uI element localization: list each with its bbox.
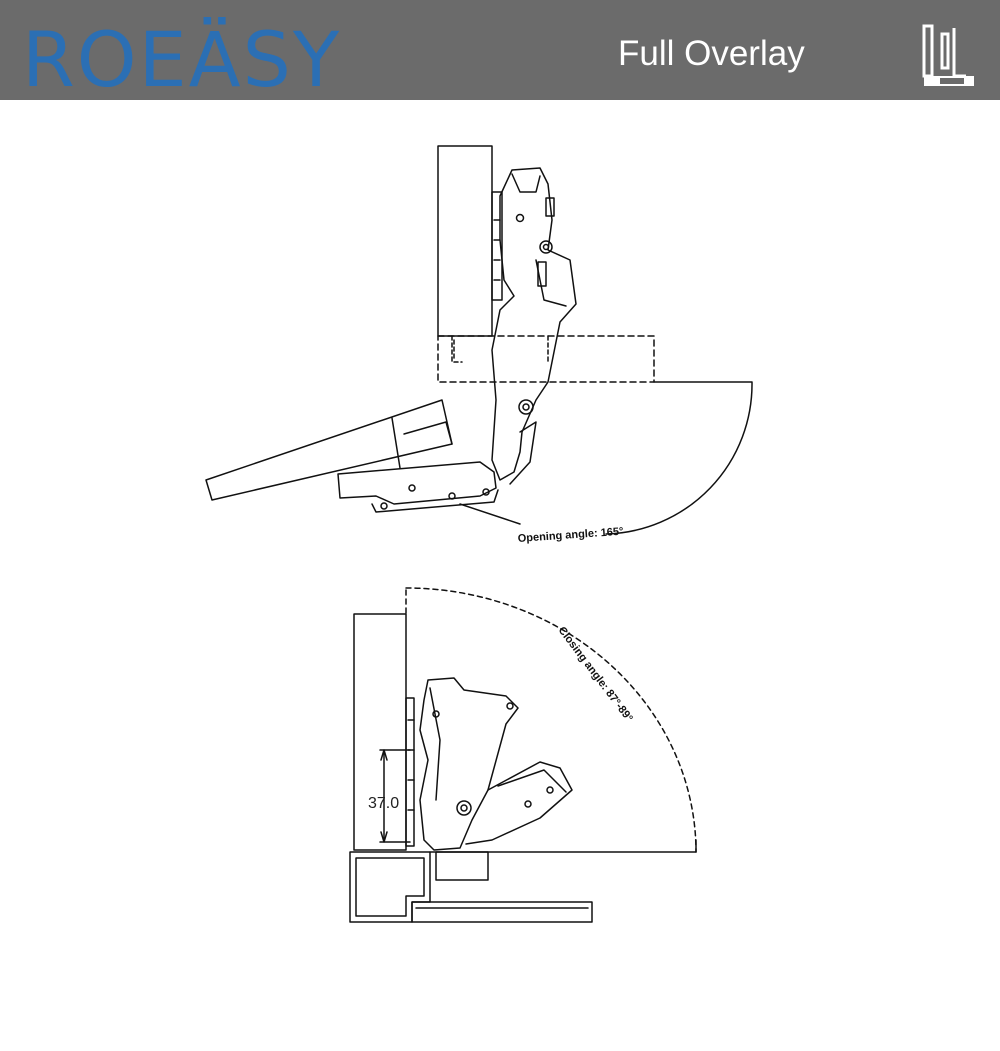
brand-logo: ROEÄSY — [22, 20, 341, 100]
header-bar: ROEÄSY Full Overlay — [0, 0, 1000, 100]
closed-door — [349, 851, 431, 923]
closed-door-outline — [437, 335, 655, 383]
door-cup — [337, 461, 497, 505]
opened-door — [205, 399, 453, 501]
bottom-hinge-diagram — [349, 587, 697, 923]
hinge-arm-bottom — [419, 677, 519, 851]
top-hinge-diagram — [205, 145, 753, 535]
door-edge-strip — [411, 901, 593, 923]
mounting-plate — [491, 191, 503, 301]
brand-text: ROEÄSY — [22, 15, 342, 104]
cabinet-panel-vertical — [353, 613, 407, 851]
hinge-arm — [491, 167, 577, 481]
closing-angle-label: Closing angle: 87°-89° — [556, 625, 635, 725]
page-title: Full Overlay — [618, 34, 805, 73]
opening-angle-label: Opening angle: 165° — [517, 526, 623, 545]
dimension-label: 37.0 — [368, 795, 399, 812]
opening-angle-arc — [605, 381, 753, 535]
folded-cup-arm — [465, 761, 573, 845]
mounting-plate-bottom — [405, 697, 415, 847]
full-overlay-hinge-icon — [918, 22, 978, 93]
door-cup-bottom — [435, 851, 489, 881]
hinge-technical-drawing: Opening angle: 165° Closing angle: 87°-8… — [205, 145, 753, 923]
closing-angle-arc — [405, 587, 697, 853]
cabinet-side-panel — [437, 145, 493, 337]
dimension-line — [379, 749, 411, 843]
